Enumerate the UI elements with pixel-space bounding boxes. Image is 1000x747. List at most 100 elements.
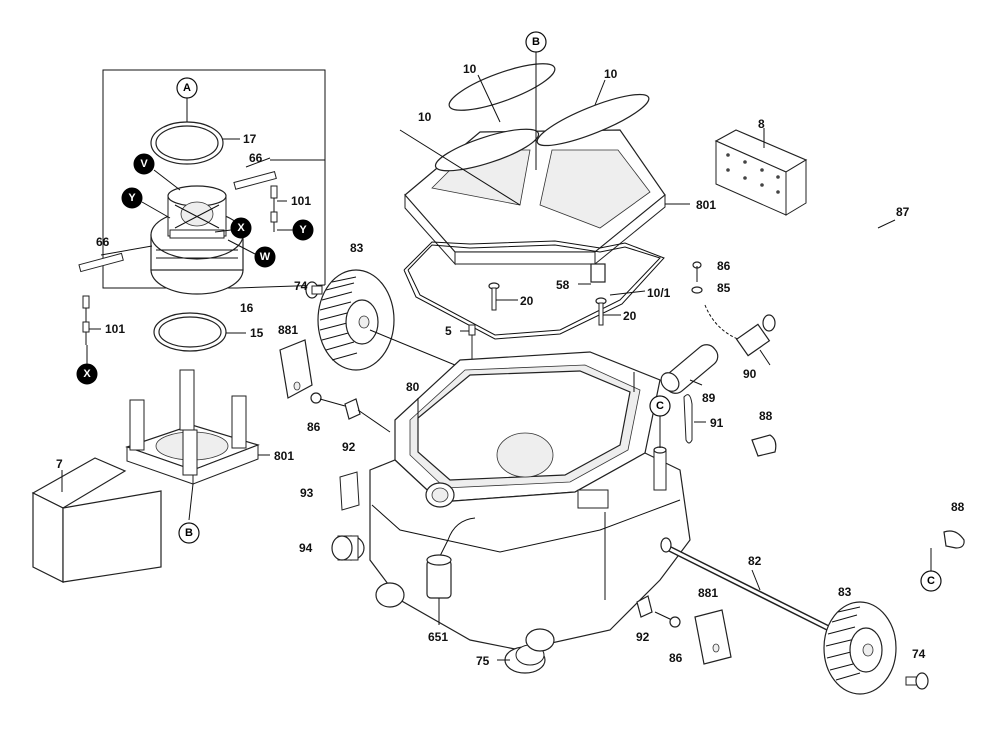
- filter-tube-89: [633, 344, 719, 394]
- callout-b-bottom: B: [178, 522, 200, 544]
- svg-text:Y: Y: [128, 192, 136, 204]
- callout-y-right: Y: [277, 219, 314, 241]
- washer-85: [691, 286, 703, 294]
- filter-gaskets-10: [399, 63, 650, 206]
- label-66-lower: 66: [96, 235, 110, 249]
- carbon-brush-right: [233, 157, 277, 190]
- callout-x-lower: X: [76, 345, 98, 385]
- callout-y-left: Y: [121, 187, 171, 219]
- screw-20-left: [488, 282, 518, 311]
- power-socket-651: [426, 517, 476, 625]
- label-101-upper: 101: [291, 194, 311, 208]
- screw-86-left: [310, 392, 346, 407]
- motor-mount-frame: [125, 369, 270, 521]
- axle-82: [660, 537, 830, 631]
- screw-86-right: [654, 611, 681, 628]
- callout-c-upper: C: [649, 395, 671, 448]
- label-88-lower: 88: [951, 500, 965, 514]
- screw-20-right: [595, 297, 621, 326]
- bracket-92-left: [344, 398, 391, 433]
- clip-58: [578, 263, 606, 285]
- label-83-right: 83: [838, 585, 852, 599]
- label-10-left: 10: [418, 110, 432, 124]
- wheel-cap-74-left: [305, 281, 323, 299]
- svg-text:B: B: [532, 36, 540, 48]
- svg-text:C: C: [927, 575, 935, 587]
- label-90: 90: [743, 367, 757, 381]
- label-10-top: 10: [463, 62, 477, 76]
- label-881-right: 881: [698, 586, 718, 600]
- label-86-upper: 86: [717, 259, 731, 273]
- label-87: 87: [896, 205, 910, 219]
- svg-text:W: W: [260, 251, 271, 263]
- label-20-left: 20: [520, 294, 534, 308]
- label-58: 58: [556, 278, 570, 292]
- label-881-left: 881: [278, 323, 298, 337]
- label-88-upper: 88: [759, 409, 773, 423]
- label-5: 5: [445, 324, 452, 338]
- svg-text:V: V: [140, 158, 148, 170]
- filter-cover-part-7: [31, 457, 162, 583]
- vacuum-motor: [150, 185, 244, 295]
- label-93: [339, 471, 360, 511]
- label-8: 8: [758, 117, 765, 131]
- label-801-lower: 801: [274, 449, 294, 463]
- foam-block-8: [714, 128, 808, 216]
- lid-seal-10-1: [403, 240, 665, 340]
- push-handle-87: [785, 203, 974, 548]
- label-80: 80: [406, 380, 420, 394]
- label-15: 15: [250, 326, 264, 340]
- label-17: 17: [243, 132, 257, 146]
- motor-seal-ring: [153, 312, 246, 352]
- carbon-brush-left: [78, 245, 153, 273]
- connector-101-lower: [82, 295, 101, 345]
- label-101-lower: 101: [105, 322, 125, 336]
- callout-c-lower: C: [920, 548, 942, 592]
- motor-gasket-ring: [150, 121, 240, 165]
- label-74-right: 74: [912, 647, 926, 661]
- svg-text:X: X: [237, 222, 245, 234]
- part-number-labels: 17 66 101 66 16 101 15 801 7 10 10 10 80…: [56, 62, 965, 668]
- wheel-83-left: [317, 269, 456, 371]
- label-92-right: 92: [636, 630, 650, 644]
- callout-a: A: [176, 77, 198, 122]
- label-10-1: 10/1: [647, 286, 671, 300]
- wheel-cap-74-right: [905, 672, 929, 690]
- label-74-left: 74: [294, 279, 308, 293]
- label-82: 82: [748, 554, 762, 568]
- callout-x-upper: X: [214, 217, 252, 239]
- label-20-right: 20: [623, 309, 637, 323]
- castor-75: [375, 582, 555, 674]
- label-16: 16: [240, 301, 254, 315]
- cover-881-right: [694, 609, 732, 665]
- label-7: 7: [56, 457, 63, 471]
- label-89: 89: [702, 391, 716, 405]
- label-94: 94: [299, 541, 313, 555]
- svg-text:C: C: [656, 400, 664, 412]
- holder-88-lower: [943, 530, 965, 549]
- label-66-upper: 66: [249, 151, 263, 165]
- label-93: 93: [300, 486, 314, 500]
- top-housing-801: [404, 129, 690, 266]
- label-651: 651: [428, 630, 448, 644]
- callout-v: V: [133, 153, 181, 191]
- label-92-left: 92: [342, 440, 356, 454]
- label-86-right: 86: [669, 651, 683, 665]
- svg-text:Y: Y: [299, 224, 307, 236]
- collection-tank-80: [369, 351, 691, 651]
- hose-sleeve-94: [331, 535, 365, 561]
- callout-b-top: B: [525, 31, 547, 170]
- svg-text:B: B: [185, 527, 193, 539]
- power-cable-90: [704, 304, 776, 366]
- label-91: 91: [710, 416, 724, 430]
- label-801-upper: 801: [696, 198, 716, 212]
- label-10-right: 10: [604, 67, 618, 81]
- svg-text:A: A: [183, 82, 191, 94]
- bracket-92-right: [604, 512, 653, 618]
- label-86-left: 86: [307, 420, 321, 434]
- screw-86-upper: [692, 261, 702, 282]
- label-83-left: 83: [350, 241, 364, 255]
- wheel-83-right: [823, 601, 897, 695]
